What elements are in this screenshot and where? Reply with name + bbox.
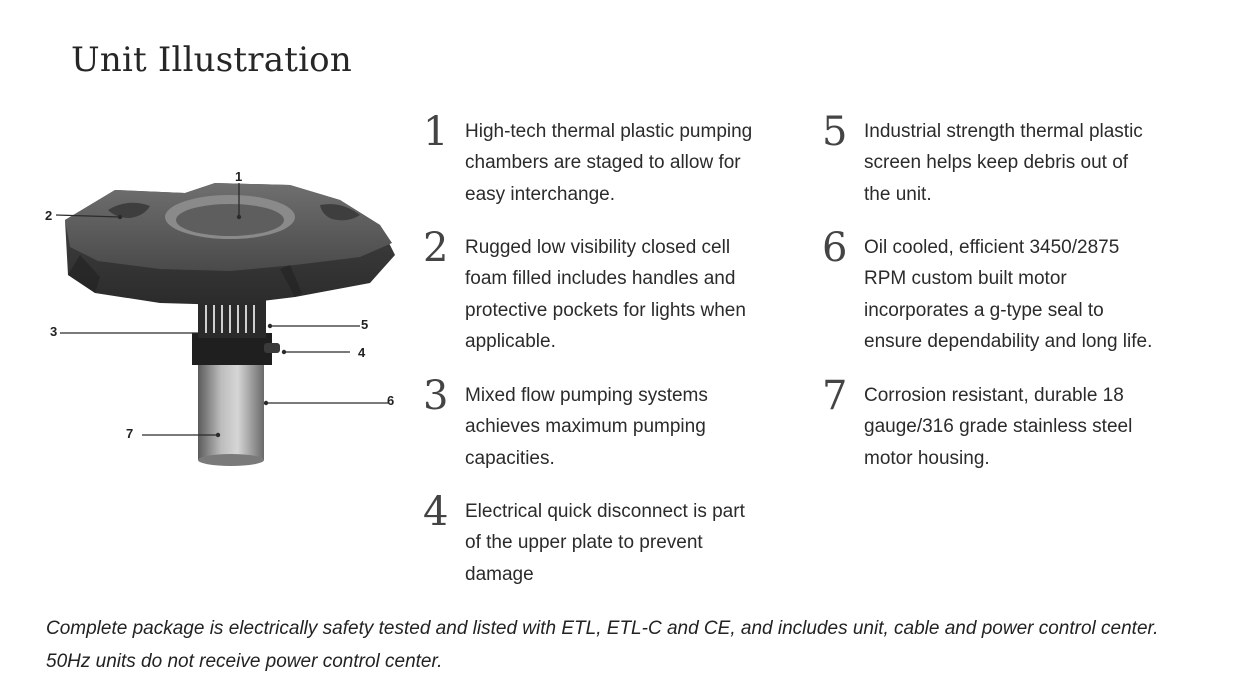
footnote: Complete package is electrically safety …: [46, 612, 1216, 678]
callout-1: 1: [235, 169, 242, 184]
feature-text: Electrical quick disconnect is part of t…: [465, 501, 745, 585]
callout-6: 6: [387, 393, 394, 408]
feature-6: 6 Oil cooled, efficient 3450/2875 RPM cu…: [822, 226, 1154, 357]
page-title: Unit Illustration: [71, 40, 352, 80]
footnote-line-1: Complete package is electrically safety …: [46, 618, 1159, 639]
feature-text: High-tech thermal plastic pumping chambe…: [465, 121, 753, 205]
pump-screen: [192, 300, 280, 365]
feature-number: 2: [423, 225, 449, 271]
feature-text: Mixed flow pumping systems achieves maxi…: [465, 385, 708, 469]
float-body: [65, 183, 395, 305]
callout-3: 3: [50, 324, 57, 339]
feature-text: Corrosion resistant, durable 18 gauge/31…: [864, 385, 1133, 469]
footnote-line-2: 50Hz units do not receive power control …: [46, 651, 443, 672]
feature-text: Rugged low visibility closed cell foam f…: [465, 237, 746, 352]
motor-housing: [198, 360, 264, 466]
feature-5: 5 Industrial strength thermal plastic sc…: [822, 110, 1154, 210]
feature-number: 4: [423, 489, 449, 535]
feature-text: Industrial strength thermal plastic scre…: [864, 121, 1143, 205]
unit-illustration: 1 2 3 4 5 6 7: [45, 169, 395, 466]
feature-number: 1: [423, 109, 449, 155]
callout-4: 4: [358, 345, 366, 360]
feature-number: 3: [423, 373, 449, 419]
feature-7: 7 Corrosion resistant, durable 18 gauge/…: [822, 374, 1154, 474]
callout-7: 7: [126, 426, 133, 441]
callout-5: 5: [361, 317, 368, 332]
feature-number: 5: [822, 109, 848, 155]
feature-number: 6: [822, 225, 848, 271]
feature-2: 2 Rugged low visibility closed cell foam…: [423, 226, 755, 357]
feature-4: 4 Electrical quick disconnect is part of…: [423, 490, 755, 590]
feature-text: Oil cooled, efficient 3450/2875 RPM cust…: [864, 237, 1153, 352]
callout-2: 2: [45, 208, 52, 223]
feature-number: 7: [822, 373, 848, 419]
feature-1: 1 High-tech thermal plastic pumping cham…: [423, 110, 755, 210]
feature-3: 3 Mixed flow pumping systems achieves ma…: [423, 374, 755, 474]
